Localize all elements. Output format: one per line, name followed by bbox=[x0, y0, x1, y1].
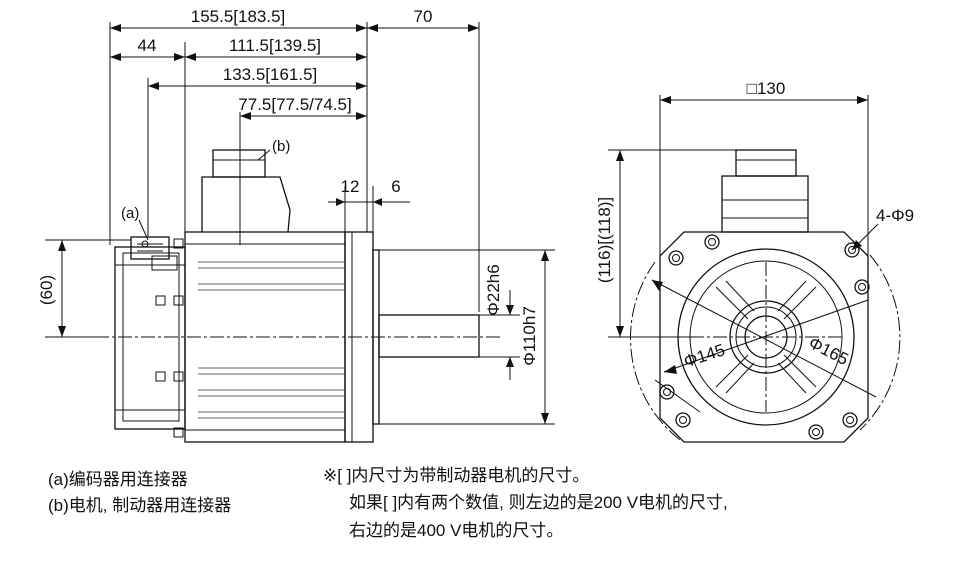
dim-height-60: (60) bbox=[37, 275, 56, 305]
motor-body bbox=[184, 231, 346, 443]
encoder-cover bbox=[114, 246, 186, 430]
dimension-lines bbox=[58, 24, 549, 424]
extension-lines bbox=[45, 22, 555, 425]
dim-flange-square: □130 bbox=[747, 79, 786, 98]
power-connector-b bbox=[201, 149, 291, 233]
note-line-2: 如果[ ]内有两个数值, 则左边的是200 V电机的尺寸, bbox=[349, 493, 728, 512]
mount-holes bbox=[659, 234, 870, 440]
front-flange-outline bbox=[659, 231, 869, 443]
legend-b: (b)电机, 制动器用连接器 bbox=[48, 496, 232, 515]
dim-spigot-depth: 6 bbox=[391, 177, 400, 196]
leader-a bbox=[138, 219, 149, 241]
dim-encoder-length: 44 bbox=[138, 36, 157, 55]
label-b: (b) bbox=[272, 138, 290, 155]
encoder-connector-a bbox=[130, 236, 170, 260]
label-a: (a) bbox=[121, 205, 139, 222]
note-line-1: ※[ ]内尺寸为带制动器电机的尺寸。 bbox=[323, 466, 590, 485]
dim-shaft-length: 70 bbox=[414, 7, 433, 26]
dim-connector-a-pos: 133.5[161.5] bbox=[223, 65, 318, 84]
front-view: □130 (116)[(118)] 4-Φ9 Φ145 Φ165 bbox=[595, 79, 914, 443]
dim-pcd-145: Φ145 bbox=[681, 340, 727, 371]
side-view: 155.5[183.5] 70 44 111.5[139.5] 133.5[16… bbox=[37, 7, 555, 443]
front-connector bbox=[721, 149, 809, 233]
pcd-arc-right bbox=[859, 254, 901, 431]
dim-connector-b-pos: 77.5[77.5/74.5] bbox=[238, 95, 351, 114]
dim-mount-holes: 4-Φ9 bbox=[876, 206, 914, 225]
leader-b bbox=[257, 149, 271, 161]
dim-body-length: 111.5[139.5] bbox=[229, 36, 321, 55]
dim-shaft-diameter: Φ22h6 bbox=[484, 264, 503, 315]
dim-total-length: 155.5[183.5] bbox=[191, 7, 286, 26]
dim-connector-height: (116)[(118)] bbox=[595, 197, 614, 283]
front-spokes bbox=[715, 280, 817, 394]
rear-bolts bbox=[155, 238, 184, 438]
note-line-3: 右边的是400 V电机的尺寸。 bbox=[349, 521, 564, 540]
dim-flange-thickness: 12 bbox=[341, 177, 360, 196]
legend-a: (a)编码器用连接器 bbox=[48, 470, 188, 489]
dim-spigot-diameter: Φ110h7 bbox=[520, 306, 539, 366]
pcd-arc-left bbox=[630, 261, 681, 441]
shaft bbox=[378, 314, 480, 358]
